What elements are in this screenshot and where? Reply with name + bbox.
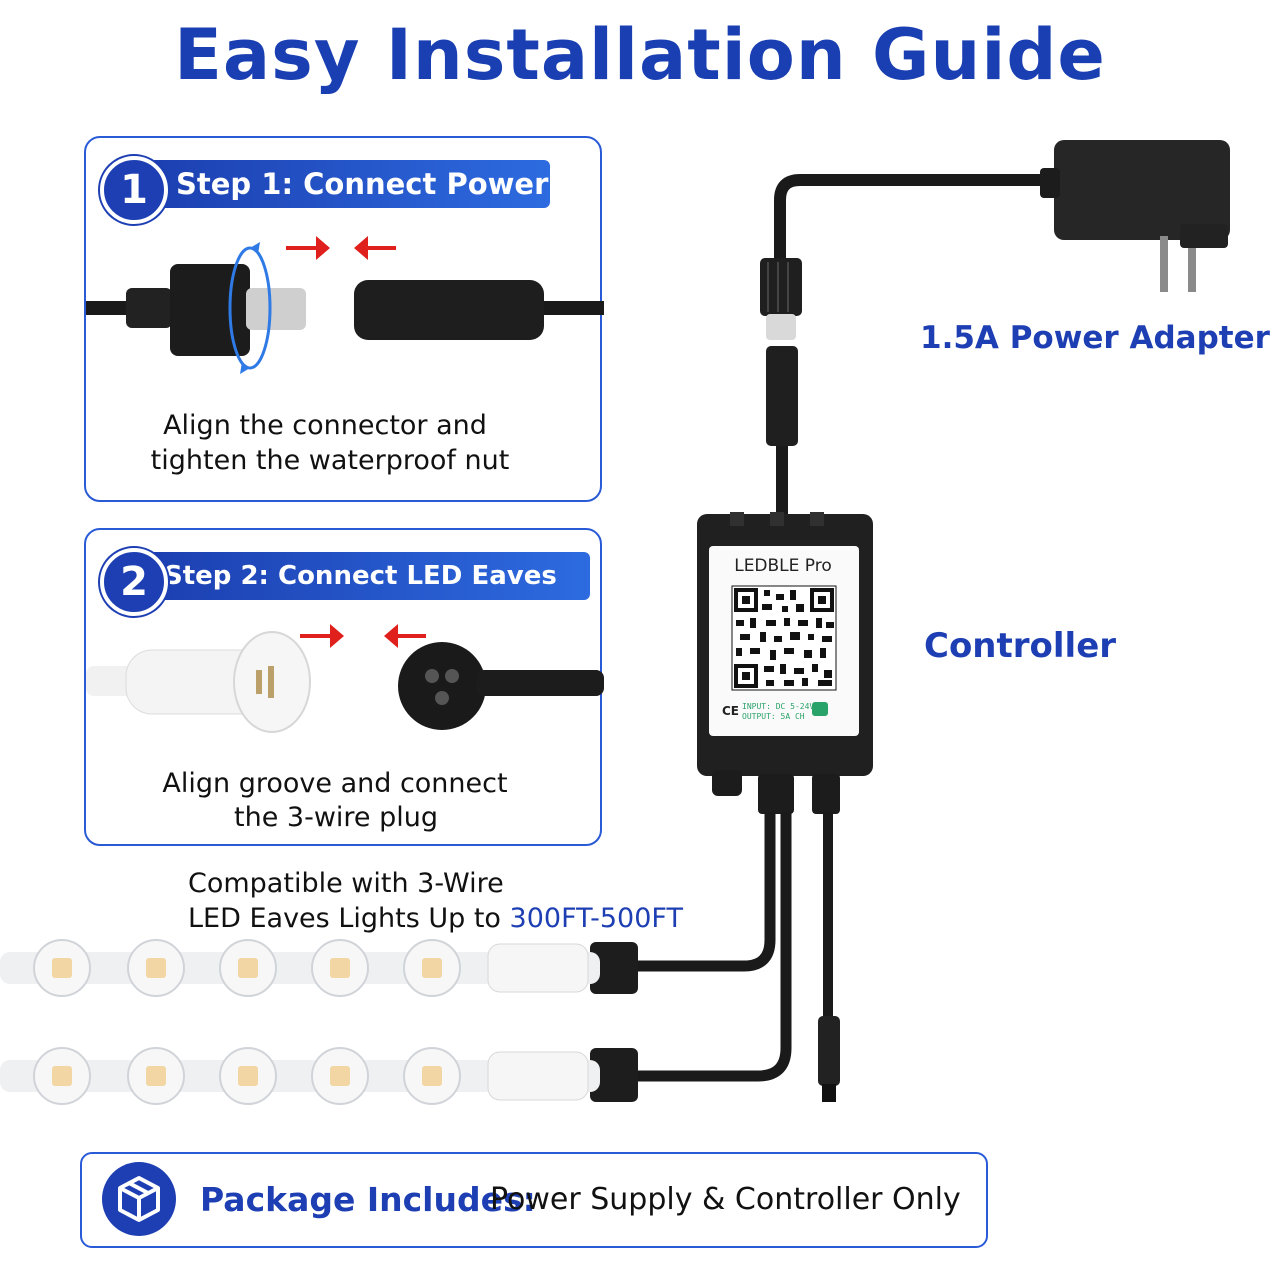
power-connector-illustration	[86, 236, 604, 374]
eaves-connector-2	[590, 1048, 638, 1102]
remote-port-connector	[818, 1016, 840, 1086]
controller-box	[697, 512, 873, 814]
step2-card: Step 2: Connect LED Eaves Lights 2 Align…	[84, 528, 604, 846]
step1-card: Step 1: Connect Power 1 Align the connec…	[84, 136, 604, 502]
controller-brand: LEDBLE Pro	[734, 556, 832, 576]
controller-label: Controller	[924, 626, 1117, 666]
compat-length-range: 300FT-500FT	[509, 903, 683, 934]
package-includes-box: Package Includes: Power Supply & Control…	[80, 1152, 988, 1248]
step1-number-badge: 1	[100, 156, 168, 224]
package-includes-title: Package Includes:	[200, 1180, 536, 1219]
step2-number-badge: 2	[100, 548, 168, 616]
led-eaves-string-1	[0, 939, 600, 997]
three-wire-plug-illustration	[86, 624, 604, 733]
compatibility-note: Compatible with 3-Wire LED Eaves Lights …	[188, 866, 683, 936]
step2-caption-line1: Align groove and connect	[162, 768, 508, 799]
step2-label: Step 2: Connect LED Eaves Lights	[148, 552, 590, 639]
step1-label: Step 1: Connect Power	[146, 160, 550, 208]
step1-caption-line2: tighten the waterproof nut	[150, 445, 510, 476]
eaves-connector-1	[590, 942, 638, 994]
controller-output-spec: OUTPUT: 5A CH	[742, 712, 805, 721]
compat-line2-prefix: LED Eaves Lights Up to	[188, 903, 510, 934]
compat-line1: Compatible with 3-Wire	[188, 868, 504, 899]
package-includes-text: Power Supply & Controller Only	[490, 1182, 961, 1217]
step1-caption-line1: Align the connector and	[163, 410, 487, 441]
led-eaves-string-2	[0, 1047, 600, 1105]
box-icon	[102, 1162, 176, 1236]
step2-caption-line2: the 3-wire plug	[234, 802, 438, 833]
page-title: Easy Installation Guide	[174, 14, 1106, 96]
dc-male-connector	[760, 258, 802, 340]
controller-input-spec: INPUT: DC 5-24V	[742, 702, 815, 711]
compat-line2: LED Eaves Lights Up to 300FT-500FT	[188, 901, 683, 936]
controller-ce-mark: CE	[722, 704, 740, 718]
dc-female-connector	[766, 346, 798, 516]
power-adapter-label: 1.5A Power Adapter	[920, 320, 1270, 356]
power-adapter-image	[1040, 140, 1230, 292]
